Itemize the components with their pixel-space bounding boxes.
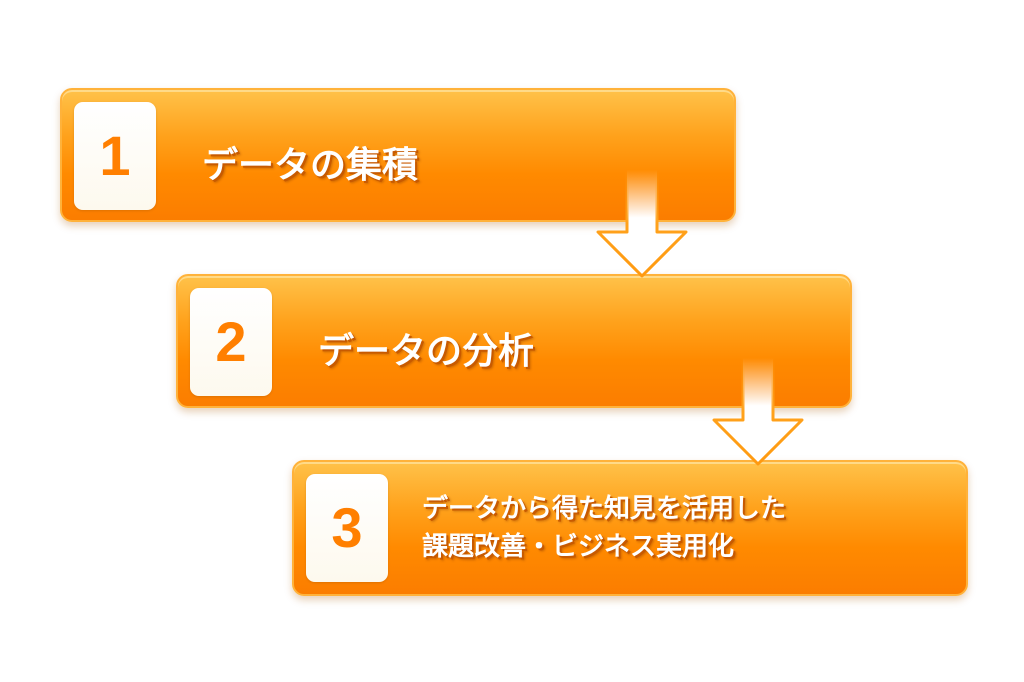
down-arrow-icon-1 — [596, 168, 688, 278]
step-3-number-box: 3 — [306, 474, 388, 582]
step-1-label: データの集積 — [202, 145, 419, 186]
step-1-box: 1 データの集積 — [60, 88, 736, 222]
step-3-number: 3 — [331, 496, 363, 559]
step-3-box: 3 データから得た知見を活用した 課題改善・ビジネス実用化 — [292, 460, 968, 596]
step-2-label: データの分析 — [318, 331, 535, 372]
down-arrow-icon-2 — [712, 356, 804, 466]
step-3-label-line-1: データから得た知見を活用した — [422, 494, 787, 524]
step-3-label-line-2: 課題改善・ビジネス実用化 — [422, 532, 735, 562]
step-2-number-box: 2 — [190, 288, 272, 396]
step-2-number: 2 — [215, 310, 247, 373]
step-2-box: 2 データの分析 — [176, 274, 852, 408]
step-3-label: データから得た知見を活用した 課題改善・ビジネス実用化 — [422, 490, 786, 566]
step-1-number-box: 1 — [74, 102, 156, 210]
step-1-number: 1 — [99, 124, 131, 187]
